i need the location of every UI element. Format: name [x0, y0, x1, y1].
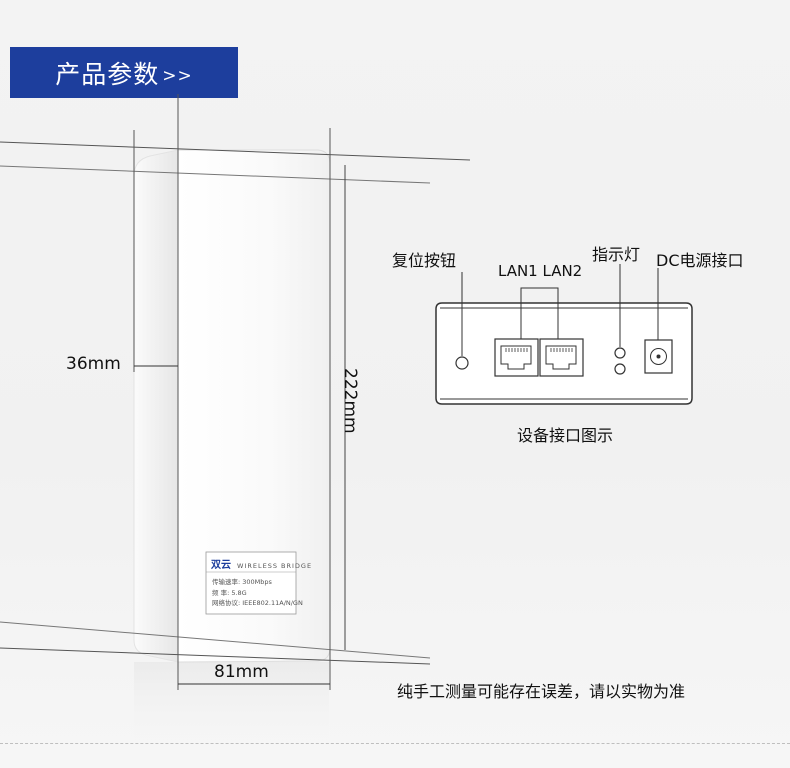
- indicator-light-label: 指示灯: [592, 245, 641, 264]
- indicator-light-2: [614, 363, 626, 375]
- dc-power-label: DC电源接口: [656, 251, 744, 270]
- lan-port-2: [539, 338, 584, 377]
- sticker-row: 传输速率: 300Mbps: [212, 578, 272, 586]
- section-title-badge: 产品参数 >>: [10, 47, 238, 98]
- depth-dimension: 36mm: [66, 354, 121, 374]
- spec-sticker: [205, 551, 297, 615]
- sticker-row: 频 率: 5.8G: [212, 588, 247, 597]
- sticker-row: 网络协议: IEEE802.11A/N/GN: [212, 599, 303, 607]
- section-title: 产品参数: [55, 59, 160, 89]
- device-reflection: [134, 662, 329, 742]
- title-arrows: >>: [162, 65, 193, 86]
- lan-port-1: [494, 338, 539, 377]
- lan-ports-label: LAN1 LAN2: [498, 262, 583, 280]
- sticker-brand: 双云: [211, 560, 231, 571]
- reset-button-hole: [455, 356, 469, 370]
- reset-button-label: 复位按钮: [392, 251, 457, 270]
- indicator-light-1: [614, 347, 626, 359]
- sticker-rows: 传输速率: 300Mbps 频 率: 5.8G 网络协议: IEEE802.11…: [212, 577, 303, 609]
- interface-diagram-caption: 设备接口图示: [517, 426, 614, 445]
- device-side-panel: [133, 149, 179, 663]
- measurement-footnote: 纯手工测量可能存在误差，请以实物为准: [397, 682, 686, 701]
- sticker-product: WIRELESS BRIDGE: [237, 562, 313, 570]
- bottom-divider: [0, 743, 790, 744]
- sticker-header: 双云 WIRELESS BRIDGE: [211, 556, 312, 571]
- width-dimension: 81mm: [214, 662, 269, 682]
